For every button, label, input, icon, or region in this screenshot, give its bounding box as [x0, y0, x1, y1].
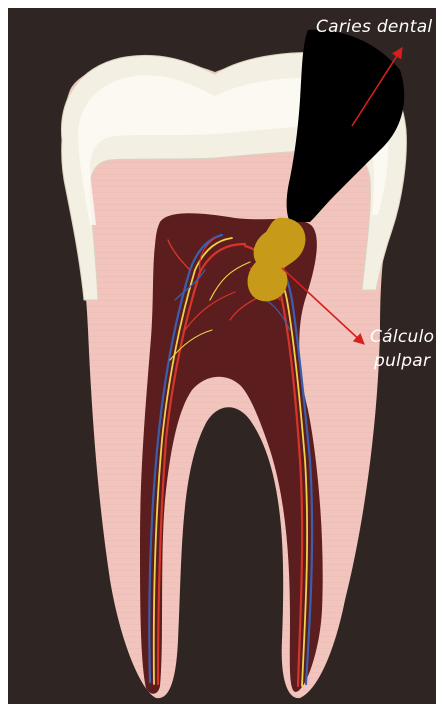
calculo-label-line1: Cálculo	[370, 327, 434, 347]
caries-label: Caries dental	[316, 17, 432, 37]
calculo-label-line2: pulpar	[373, 351, 431, 371]
